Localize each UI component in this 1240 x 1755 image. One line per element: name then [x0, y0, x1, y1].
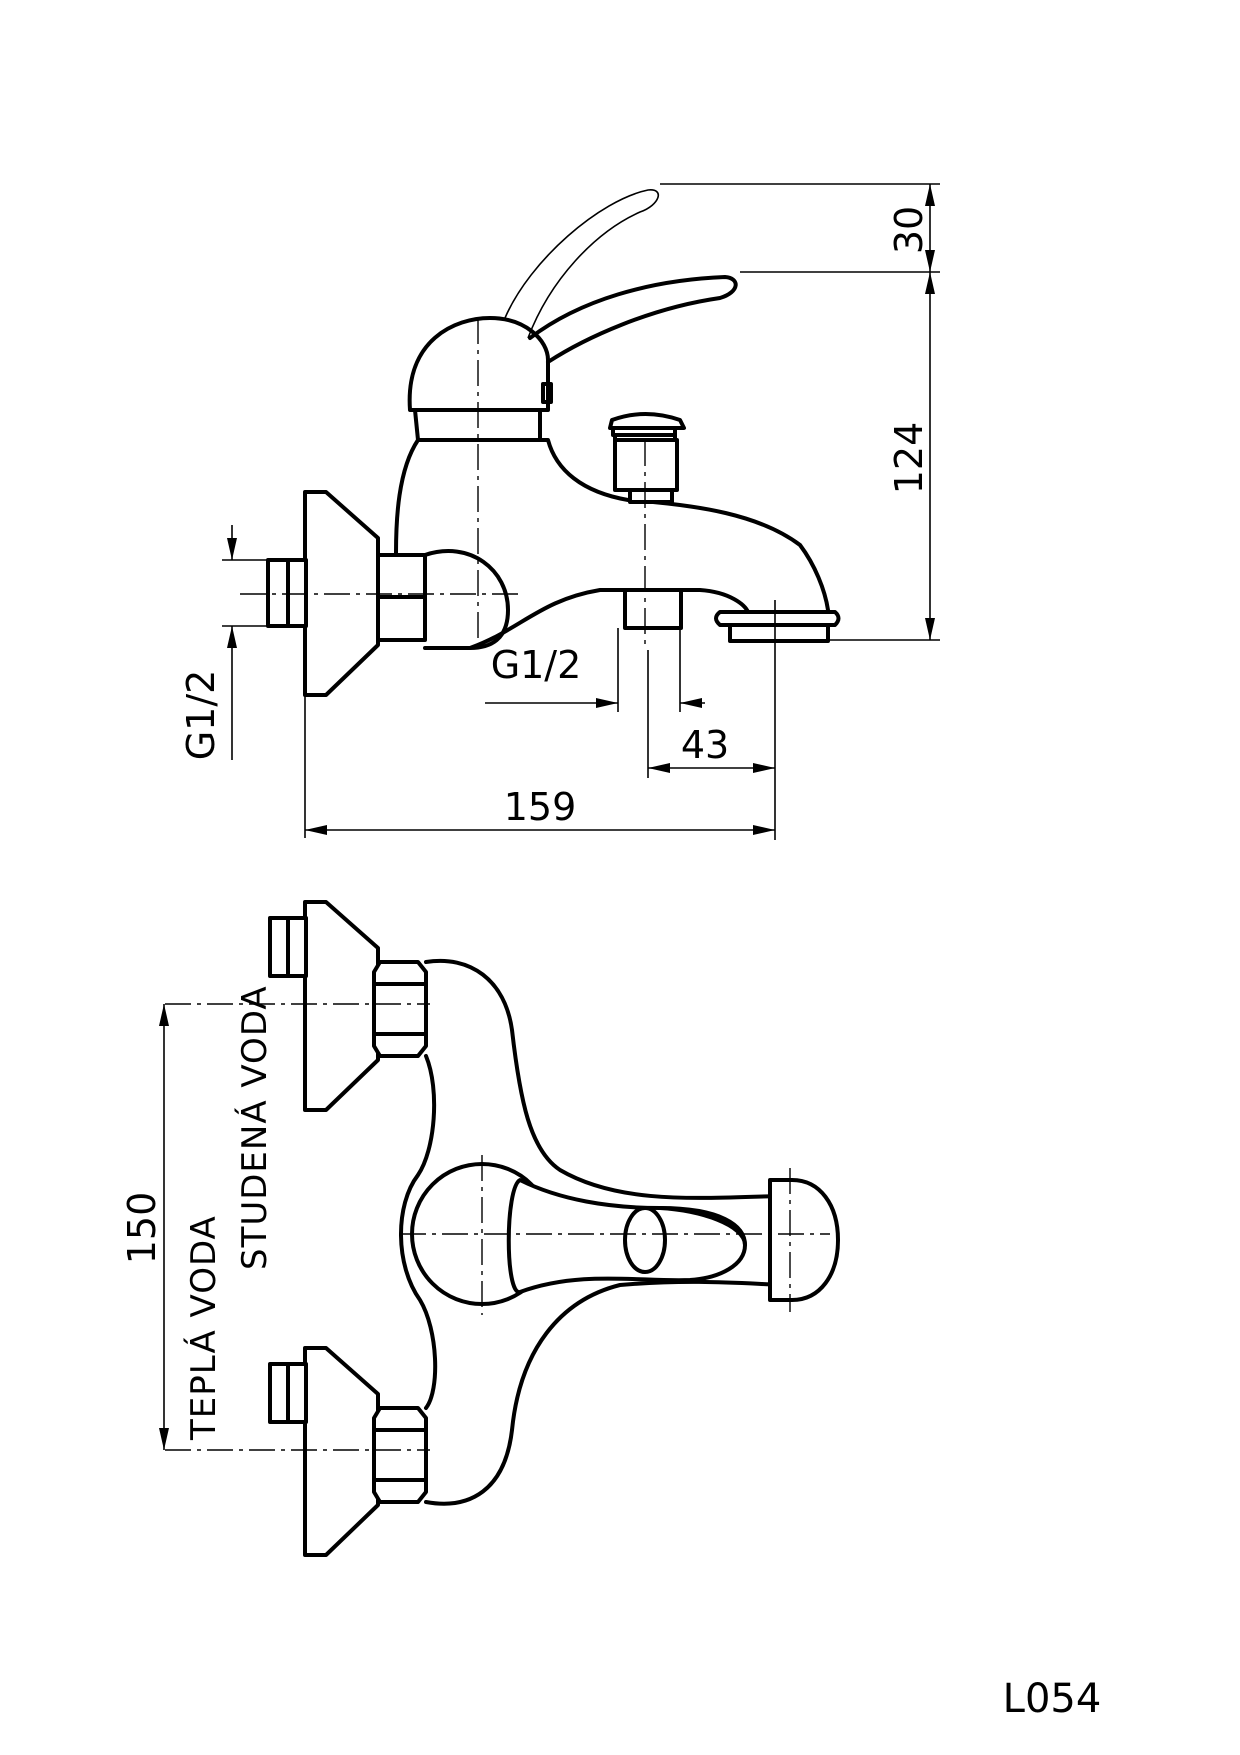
label-hot-water: TEPLÁ VODA: [183, 1215, 224, 1441]
spout-aerator: [714, 610, 841, 627]
label-cold-water: STUDENÁ VODA: [234, 985, 275, 1270]
dim-30: 30: [887, 206, 931, 254]
lever-housing: [407, 316, 550, 412]
spout-end: [768, 1178, 840, 1302]
body-outline: [424, 958, 782, 1200]
lever-handle: [528, 275, 738, 364]
dim-thread-left: G1/2: [179, 670, 223, 761]
faucet-body: [423, 549, 510, 650]
drawing-code: L054: [1003, 1676, 1102, 1722]
dim-159: 159: [504, 785, 577, 829]
nut-hot: [372, 1406, 428, 1504]
flange-hot: [303, 1346, 380, 1557]
dim-150: 150: [120, 1192, 164, 1265]
dim-thread-bottom: G1/2: [491, 643, 582, 687]
lever-raised-outline: [504, 189, 660, 339]
bottom-outlet: [623, 588, 683, 630]
top-view: 150 TEPLÁ VODA STUDENÁ VODA: [120, 900, 840, 1557]
side-view: 30 124 G1/2 G1/2 43 159: [179, 183, 940, 840]
flange-cold: [303, 900, 380, 1112]
dim-43: 43: [681, 723, 729, 767]
dim-124: 124: [887, 422, 931, 495]
nut-cold: [372, 960, 428, 1058]
